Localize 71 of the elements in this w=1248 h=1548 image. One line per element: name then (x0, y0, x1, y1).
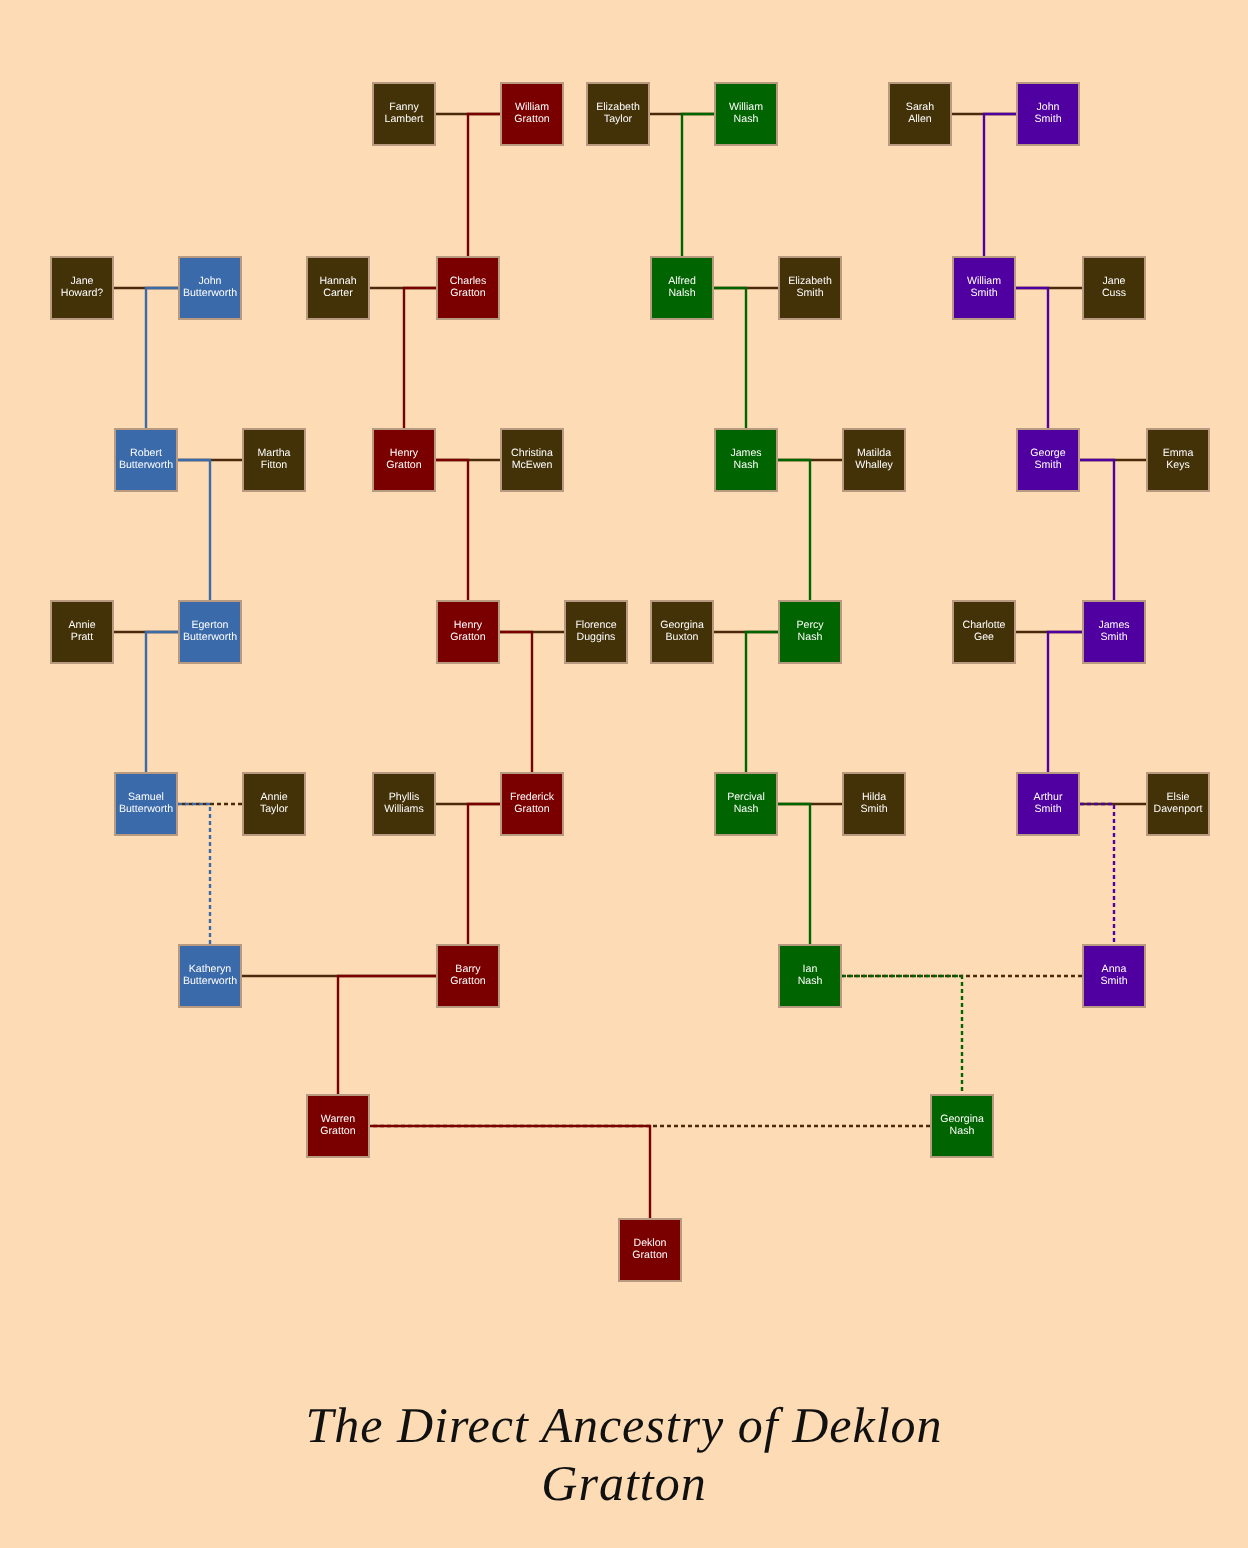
person-box (306, 1094, 370, 1158)
person-box (500, 772, 564, 836)
person-box (888, 82, 952, 146)
descent-line (1080, 802, 1116, 944)
marriage-line (842, 974, 1082, 978)
person-box (436, 256, 500, 320)
person-box (436, 944, 500, 1008)
descent-line (500, 630, 534, 772)
descent-line (1016, 286, 1050, 428)
person-box (842, 772, 906, 836)
descent-line (680, 112, 714, 256)
person-box (114, 428, 178, 492)
person-box (778, 944, 842, 1008)
person-box (1082, 256, 1146, 320)
person-box (778, 256, 842, 320)
person-box (178, 600, 242, 664)
person-box (1146, 428, 1210, 492)
descent-line (466, 802, 500, 944)
person-box (1146, 772, 1210, 836)
descent-line (1046, 630, 1082, 772)
descent-line (370, 1124, 652, 1218)
person-box (242, 428, 306, 492)
descent-line (178, 802, 212, 944)
person-box (714, 428, 778, 492)
descent-line (144, 286, 178, 428)
person-box (650, 256, 714, 320)
person-box (842, 428, 906, 492)
person-box (372, 772, 436, 836)
person-box (1082, 600, 1146, 664)
descent-line (144, 630, 178, 772)
person-box (930, 1094, 994, 1158)
marriage-line (178, 802, 242, 806)
descent-line (436, 458, 470, 600)
person-box (306, 256, 370, 320)
person-box (1082, 944, 1146, 1008)
person-box (178, 256, 242, 320)
descent-line (178, 458, 212, 600)
person-box (372, 428, 436, 492)
person-box (650, 600, 714, 664)
descent-line (336, 974, 436, 1094)
person-box (778, 600, 842, 664)
person-box (564, 600, 628, 664)
person-box (1016, 82, 1080, 146)
person-box (114, 772, 178, 836)
person-box (714, 82, 778, 146)
descent-line (744, 630, 778, 772)
diagram-title: The Direct Ancestry of Deklon Gratton (303, 1400, 945, 1515)
descent-line (466, 112, 500, 256)
descent-line (402, 286, 436, 428)
person-box (178, 944, 242, 1008)
marriage-line (1080, 802, 1146, 806)
person-box (50, 600, 114, 664)
person-box (714, 772, 778, 836)
person-box (618, 1218, 682, 1282)
person-box (1016, 772, 1080, 836)
person-box (242, 772, 306, 836)
person-box (436, 600, 500, 664)
person-box (500, 82, 564, 146)
person-box (586, 82, 650, 146)
descent-line (778, 802, 812, 944)
person-box (500, 428, 564, 492)
person-box (952, 256, 1016, 320)
descent-line (982, 112, 1016, 256)
person-box (1016, 428, 1080, 492)
person-box (952, 600, 1016, 664)
person-box (50, 256, 114, 320)
descent-line (778, 458, 812, 600)
descent-line (714, 286, 748, 428)
person-box (372, 82, 436, 146)
descent-line (842, 974, 964, 1094)
descent-line (1080, 458, 1116, 600)
